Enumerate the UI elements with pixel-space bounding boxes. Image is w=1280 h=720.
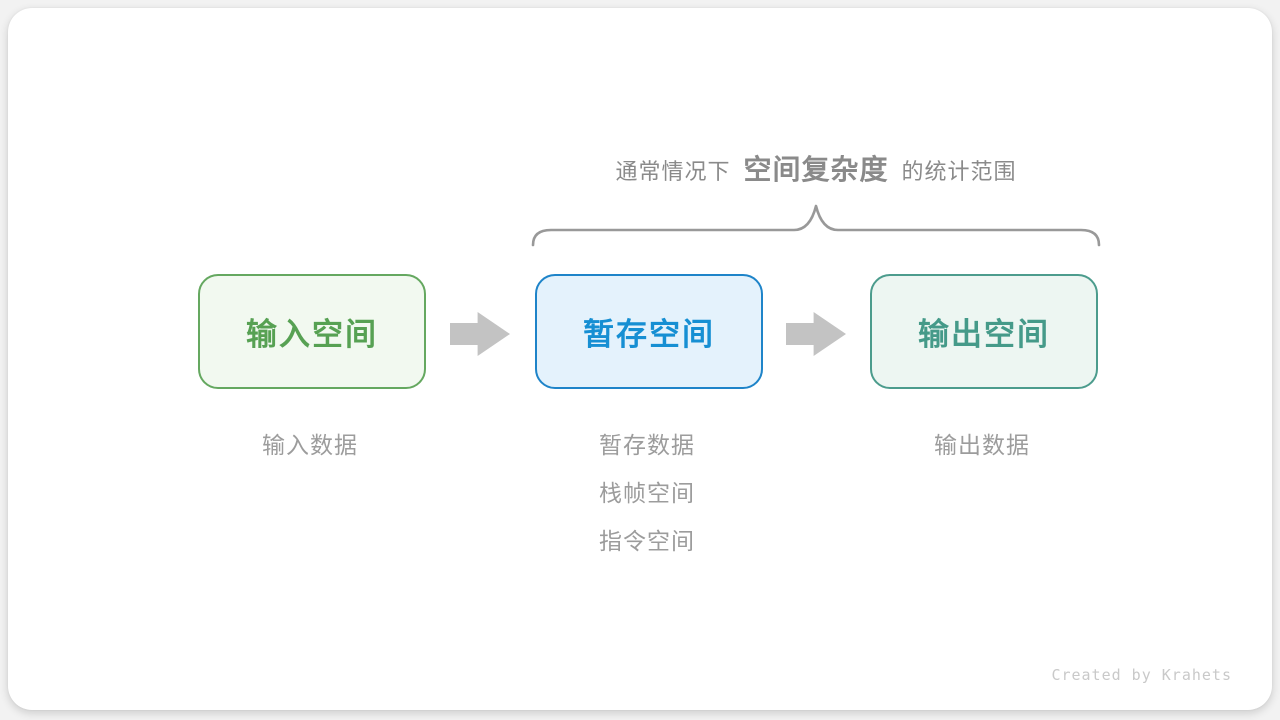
note-line: 指令空间 bbox=[599, 528, 695, 554]
input-space-box: 输入空间 bbox=[198, 274, 426, 389]
note-line: 暂存数据 bbox=[599, 432, 695, 458]
credit-text: Created by Krahets bbox=[1051, 666, 1232, 684]
curly-brace bbox=[531, 204, 1101, 247]
temp-space-label: 暂存空间 bbox=[583, 317, 715, 352]
title-prefix: 通常情况下 bbox=[615, 159, 731, 184]
title-suffix: 的统计范围 bbox=[901, 159, 1017, 184]
temp-space-notes: 暂存数据 栈帧空间 指令空间 bbox=[533, 421, 761, 565]
arrow-right-icon bbox=[450, 312, 510, 356]
input-space-notes: 输入数据 bbox=[196, 421, 424, 469]
title-highlight: 空间复杂度 bbox=[743, 154, 889, 185]
output-space-notes: 输出数据 bbox=[868, 421, 1096, 469]
note-line: 栈帧空间 bbox=[599, 480, 695, 506]
note-line: 输入数据 bbox=[262, 432, 358, 458]
temp-space-box: 暂存空间 bbox=[535, 274, 763, 389]
note-line: 输出数据 bbox=[934, 432, 1030, 458]
diagram-title: 通常情况下 空间复杂度 的统计范围 bbox=[533, 148, 1099, 198]
arrow-right-icon bbox=[786, 312, 846, 356]
input-space-label: 输入空间 bbox=[246, 317, 378, 352]
output-space-box: 输出空间 bbox=[870, 274, 1098, 389]
output-space-label: 输出空间 bbox=[918, 317, 1050, 352]
diagram-card: 通常情况下 空间复杂度 的统计范围 输入空间 暂存空间 输出空间 输入数据 暂存… bbox=[8, 8, 1272, 710]
